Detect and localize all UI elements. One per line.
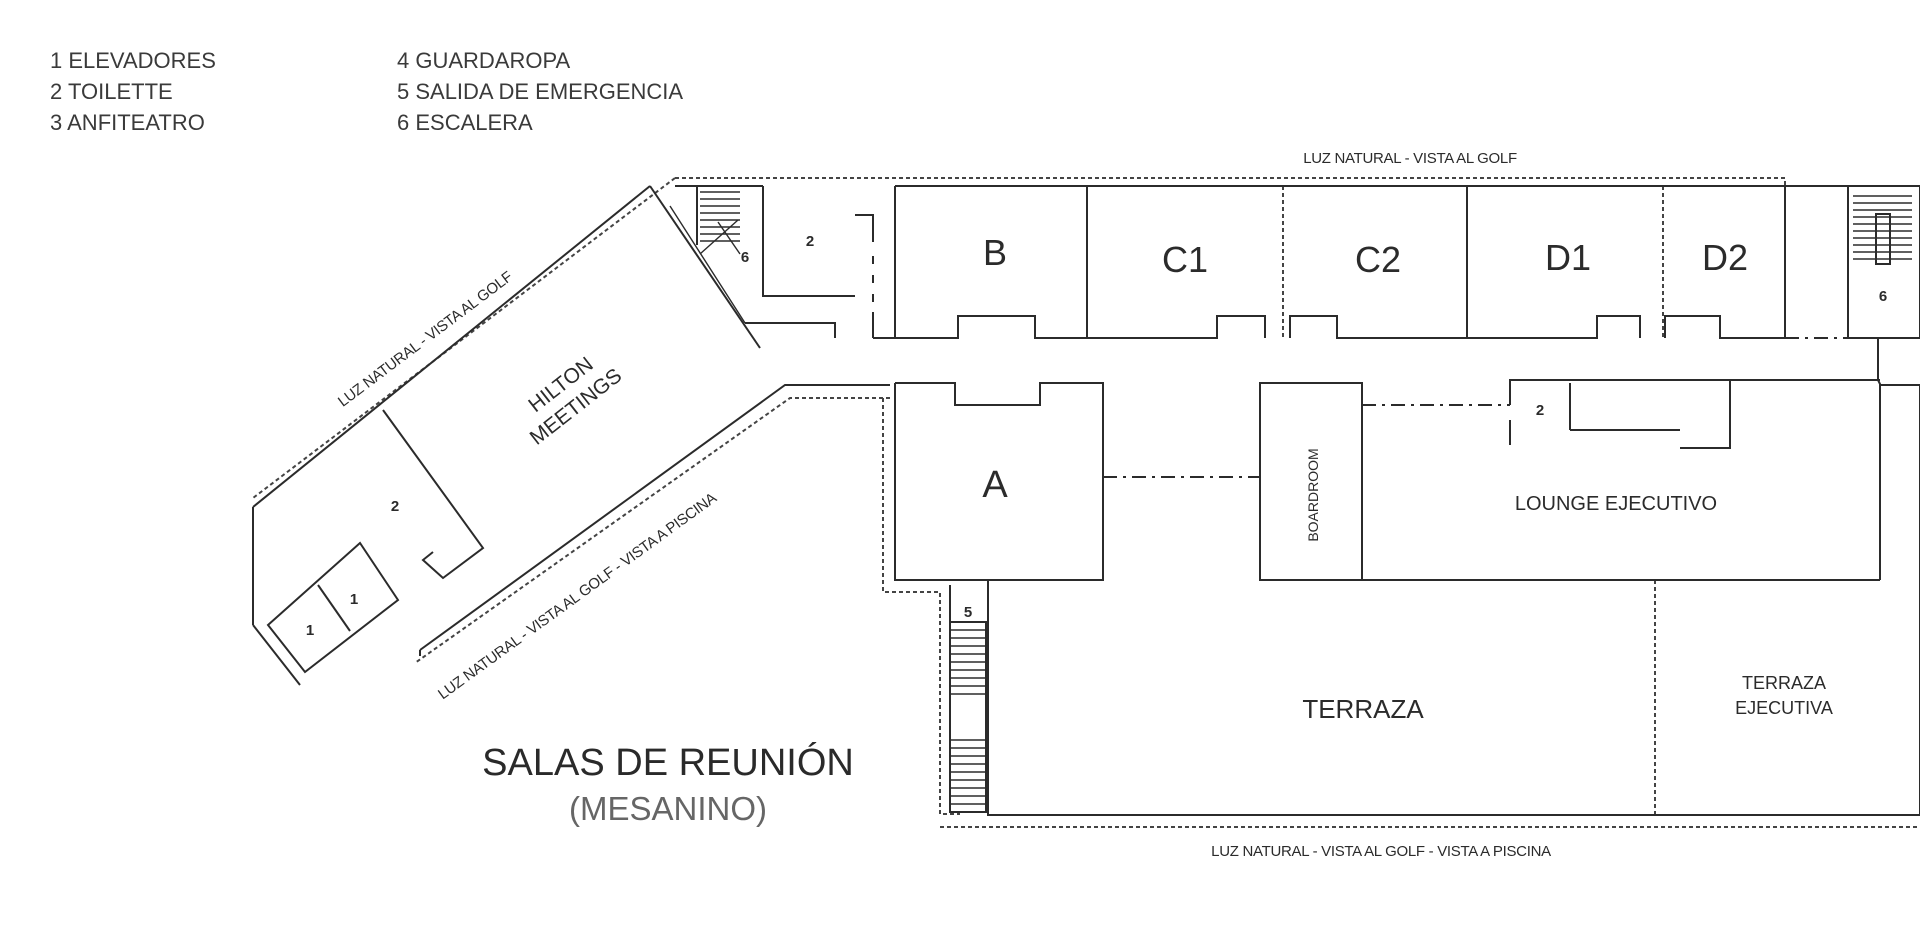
title-main: SALAS DE REUNIÓN bbox=[482, 741, 854, 784]
emergency-stairs bbox=[949, 621, 987, 813]
number-markers: 2 6 6 2 2 1 1 5 bbox=[306, 233, 1887, 639]
marker-elevator-2: 1 bbox=[350, 591, 358, 608]
legend-item-salida-emergencia: 5 SALIDA DE EMERGENCIA bbox=[397, 79, 683, 104]
room-a-walls bbox=[894, 382, 1260, 581]
legend-item-anfiteatro: 3 ANFITEATRO bbox=[50, 110, 205, 135]
marker-toilette-top: 2 bbox=[806, 233, 814, 250]
marker-toilette-hilton: 2 bbox=[391, 498, 399, 515]
room-label-a: A bbox=[982, 464, 1008, 506]
note-top: LUZ NATURAL - VISTA AL GOLF bbox=[1303, 150, 1517, 167]
legend-item-guardaropa: 4 GUARDAROPA bbox=[397, 48, 571, 73]
room-labels: B C1 C2 D1 D2 A BOARDROOM LOUNGE EJECUTI… bbox=[524, 232, 1833, 724]
marker-toilette-lounge: 2 bbox=[1536, 402, 1544, 419]
room-label-c1: C1 bbox=[1162, 239, 1208, 280]
note-bottom: LUZ NATURAL - VISTA AL GOLF - VISTA A PI… bbox=[1211, 843, 1551, 860]
room-label-d2: D2 bbox=[1702, 237, 1748, 278]
room-label-terraza-ejecutiva-line1: TERRAZA bbox=[1742, 673, 1826, 693]
legend-item-escalera: 6 ESCALERA bbox=[397, 110, 533, 135]
stairs-left bbox=[699, 191, 741, 255]
hilton-meetings-wing bbox=[252, 185, 890, 686]
legend: 1 ELEVADORES 2 TOILETTE 3 ANFITEATRO 4 G… bbox=[50, 48, 683, 135]
note-diagonal-upper: LUZ NATURAL - VISTA AL GOLF bbox=[335, 268, 516, 410]
room-label-c2: C2 bbox=[1355, 239, 1401, 280]
room-label-b: B bbox=[983, 232, 1007, 273]
note-diagonal-lower: LUZ NATURAL - VISTA AL GOLF - VISTA A PI… bbox=[435, 489, 720, 703]
stairs-right bbox=[1853, 195, 1912, 265]
boardroom-lounge-walls bbox=[1259, 379, 1881, 581]
room-label-boardroom: BOARDROOM bbox=[1305, 448, 1321, 541]
top-rooms-walls bbox=[894, 185, 1920, 380]
room-label-d1: D1 bbox=[1545, 237, 1591, 278]
marker-elevator-1: 1 bbox=[306, 622, 314, 639]
terraza-walls bbox=[949, 384, 1920, 816]
plan-title: SALAS DE REUNIÓN (MESANINO) bbox=[482, 741, 854, 827]
title-sub: (MESANINO) bbox=[569, 790, 767, 827]
room-label-terraza: TERRAZA bbox=[1302, 694, 1424, 724]
room-label-terraza-ejecutiva-line2: EJECUTIVA bbox=[1735, 698, 1833, 718]
marker-stairs-right: 6 bbox=[1879, 288, 1887, 305]
room-label-lounge-ejecutivo: LOUNGE EJECUTIVO bbox=[1515, 493, 1717, 515]
legend-item-elevadores: 1 ELEVADORES bbox=[50, 48, 216, 73]
upper-left-service-block bbox=[649, 185, 895, 349]
natural-light-outline bbox=[252, 177, 1920, 828]
legend-item-toilette: 2 TOILETTE bbox=[50, 79, 173, 104]
marker-emergency-exit: 5 bbox=[964, 604, 972, 621]
marker-stairs-left: 6 bbox=[741, 249, 749, 266]
